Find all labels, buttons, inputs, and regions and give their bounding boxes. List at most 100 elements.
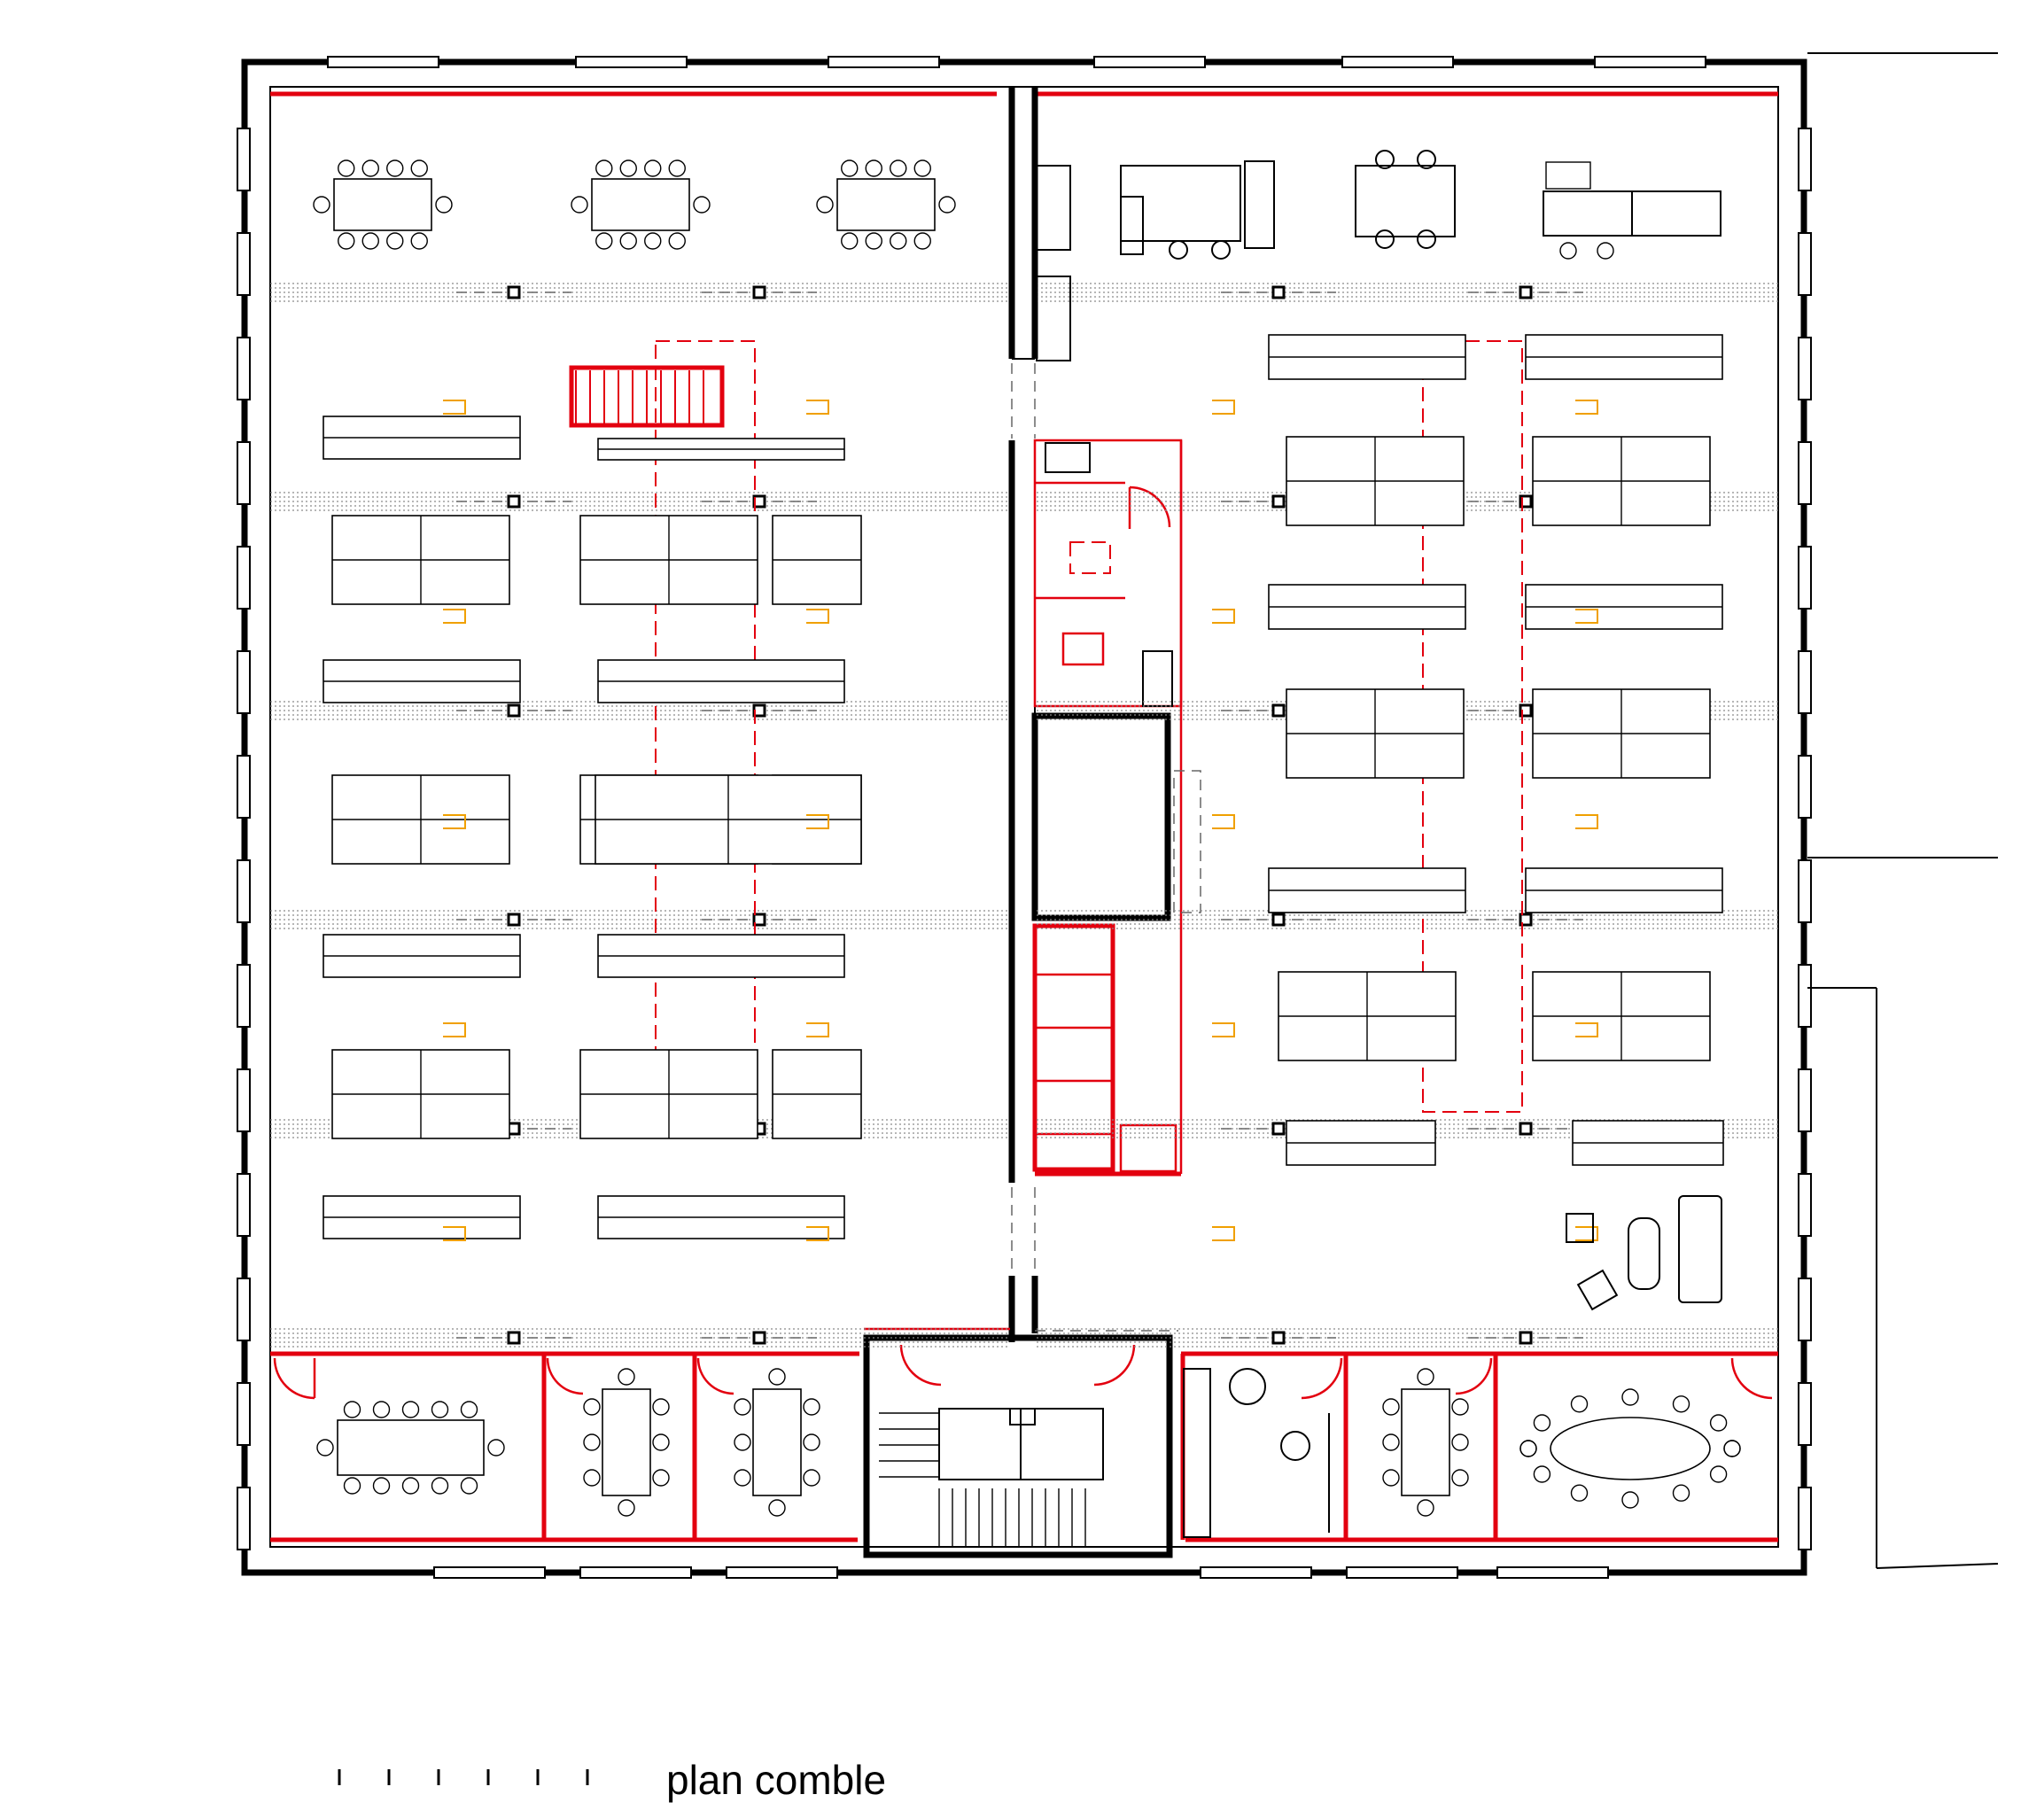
central-core bbox=[863, 87, 1173, 1558]
light-fixture bbox=[1575, 1022, 1598, 1037]
chair bbox=[668, 159, 686, 177]
chair bbox=[460, 1477, 478, 1495]
window bbox=[1798, 964, 1812, 1028]
meeting-table bbox=[752, 1388, 802, 1496]
meeting-table bbox=[591, 178, 690, 231]
window bbox=[1798, 1382, 1812, 1446]
column-post bbox=[1519, 1122, 1533, 1136]
plan-caption: plan comble bbox=[666, 1757, 886, 1803]
chair bbox=[338, 232, 355, 250]
light-fixture bbox=[1575, 814, 1598, 829]
light-fixture bbox=[1212, 1226, 1235, 1241]
column-post bbox=[1271, 1331, 1286, 1345]
chair bbox=[890, 159, 907, 177]
chair bbox=[1382, 1433, 1400, 1451]
window bbox=[1798, 859, 1812, 923]
chair bbox=[410, 159, 428, 177]
chair bbox=[865, 232, 882, 250]
chair bbox=[803, 1469, 820, 1487]
kitchen-area bbox=[1036, 150, 1721, 361]
chair bbox=[619, 159, 637, 177]
window bbox=[1093, 56, 1206, 68]
window bbox=[1798, 1068, 1812, 1132]
chair bbox=[386, 232, 404, 250]
chair bbox=[768, 1499, 786, 1517]
chair bbox=[865, 159, 882, 177]
window bbox=[237, 859, 251, 923]
chair bbox=[734, 1469, 751, 1487]
windows-bottom bbox=[433, 1566, 1609, 1579]
window bbox=[237, 1278, 251, 1341]
chair bbox=[619, 232, 637, 250]
column-post bbox=[1271, 913, 1286, 927]
window bbox=[828, 56, 940, 68]
chair bbox=[1451, 1398, 1469, 1416]
column-post bbox=[752, 1331, 766, 1345]
chair bbox=[913, 159, 931, 177]
chair bbox=[338, 159, 355, 177]
light-fixture bbox=[1575, 609, 1598, 624]
chair bbox=[431, 1401, 449, 1418]
column-post bbox=[1519, 285, 1533, 299]
column-post bbox=[507, 703, 521, 718]
chair bbox=[1417, 1368, 1434, 1386]
chair bbox=[652, 1469, 670, 1487]
chair bbox=[644, 159, 662, 177]
chair bbox=[583, 1469, 601, 1487]
window bbox=[237, 441, 251, 505]
chair bbox=[841, 232, 859, 250]
stairs bbox=[575, 370, 1104, 1546]
bathroom-block bbox=[1032, 439, 1183, 1177]
column-post bbox=[1271, 494, 1286, 509]
chair bbox=[668, 232, 686, 250]
chair bbox=[1382, 1398, 1400, 1416]
chair bbox=[1672, 1484, 1690, 1502]
chair bbox=[372, 1477, 391, 1495]
window bbox=[1346, 1566, 1458, 1579]
window bbox=[237, 337, 251, 400]
chair bbox=[410, 232, 428, 250]
chair bbox=[316, 1439, 334, 1457]
light-fixture bbox=[806, 1226, 829, 1241]
window bbox=[237, 1382, 251, 1446]
light-fixture bbox=[1212, 1022, 1235, 1037]
chair bbox=[768, 1368, 786, 1386]
window bbox=[1798, 1487, 1812, 1550]
chair bbox=[1570, 1484, 1589, 1502]
light-fixture bbox=[443, 1022, 466, 1037]
window bbox=[237, 1068, 251, 1132]
window bbox=[1341, 56, 1454, 68]
window bbox=[1798, 650, 1812, 714]
chair bbox=[652, 1398, 670, 1416]
column-post bbox=[507, 494, 521, 509]
chair bbox=[1597, 242, 1614, 260]
light-fixtures bbox=[443, 400, 1598, 1241]
window bbox=[579, 1566, 692, 1579]
chair bbox=[583, 1433, 601, 1451]
chair bbox=[1519, 1440, 1537, 1457]
chair bbox=[343, 1477, 361, 1495]
lounge bbox=[1183, 1195, 1722, 1538]
chair bbox=[583, 1398, 601, 1416]
window bbox=[237, 755, 251, 819]
window bbox=[1798, 337, 1812, 400]
chair bbox=[1621, 1388, 1639, 1406]
chair bbox=[460, 1401, 478, 1418]
meeting-table bbox=[333, 178, 432, 231]
chair-group bbox=[1545, 161, 1591, 190]
chair bbox=[618, 1368, 635, 1386]
column-post bbox=[507, 285, 521, 299]
chair bbox=[313, 196, 330, 214]
light-fixture bbox=[1575, 400, 1598, 415]
chair bbox=[938, 196, 956, 214]
meeting-furniture bbox=[313, 159, 1741, 1517]
chair bbox=[361, 232, 379, 250]
chair bbox=[595, 232, 613, 250]
oval-table bbox=[1550, 1417, 1711, 1480]
light-fixture bbox=[443, 609, 466, 624]
window bbox=[237, 546, 251, 610]
chair bbox=[618, 1499, 635, 1517]
window bbox=[433, 1566, 546, 1579]
chair bbox=[1533, 1414, 1551, 1432]
